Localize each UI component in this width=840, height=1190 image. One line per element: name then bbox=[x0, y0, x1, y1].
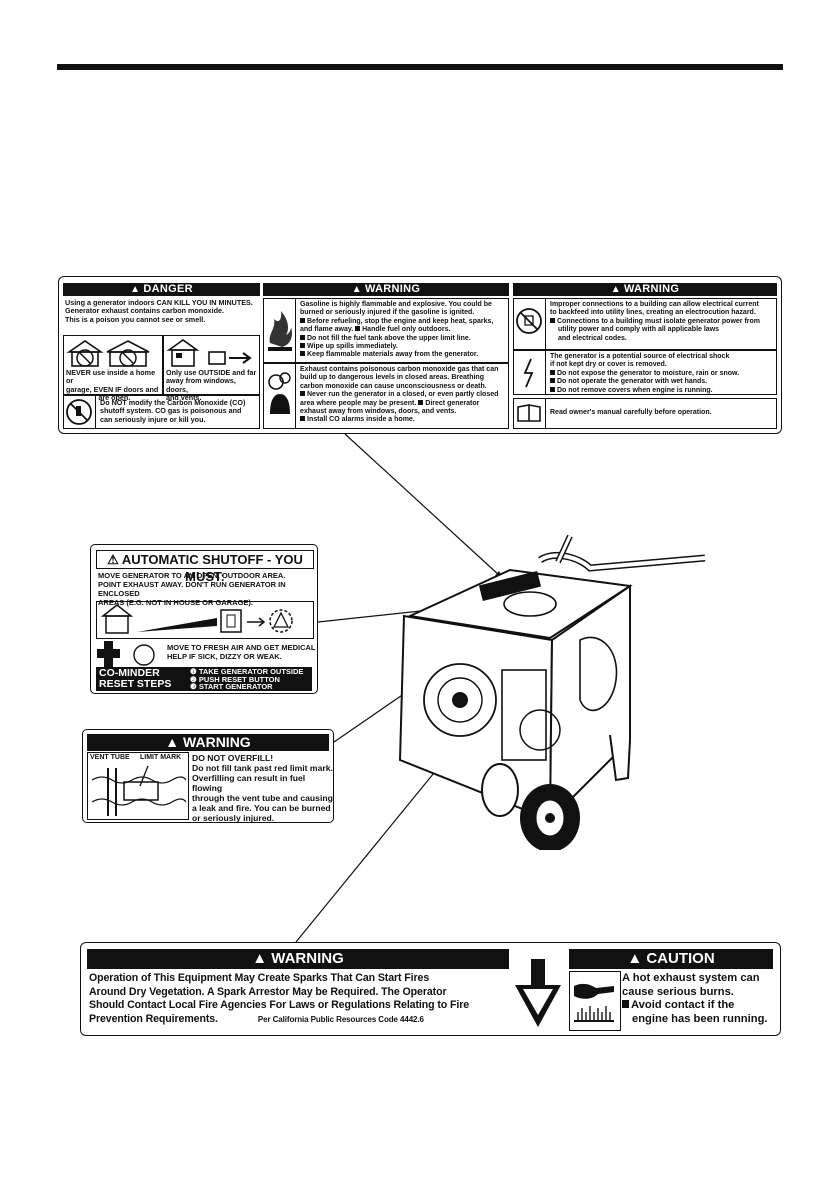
down-arrow-icon bbox=[515, 959, 561, 1027]
reset-steps-list: ❶ TAKE GENERATOR OUTSIDE ❷ PUSH RESET BU… bbox=[190, 667, 304, 692]
alert-triangle-icon: ▲ bbox=[165, 734, 180, 750]
alert-triangle-icon: ▲ bbox=[351, 284, 362, 295]
overfill-label: ▲ WARNING VENT TUBE LIMIT MARK DO NOT OV… bbox=[82, 729, 334, 823]
exhaust-box: Exhaust contains poisonous carbon monoxi… bbox=[263, 363, 509, 429]
backfeed-text: Improper connections to a building can a… bbox=[550, 301, 761, 342]
alert-triangle-icon: ▲ bbox=[627, 950, 643, 967]
spark-text: Operation of This Equipment May Create S… bbox=[89, 972, 470, 1025]
shock-text: The generator is a potential source of e… bbox=[550, 353, 740, 394]
co-modify-box: Do NOT modify the Carbon Monoxide (CO)sh… bbox=[63, 395, 260, 429]
overfill-text: DO NOT OVERFILL! Do not fill tank past r… bbox=[192, 753, 333, 823]
caution-text: A hot exhaust system can cause serious b… bbox=[622, 972, 768, 1025]
warning-fuel-column: ▲WARNING Gasoline is highly flammable an… bbox=[263, 283, 509, 429]
no-house-garage-icon bbox=[66, 340, 150, 367]
co-modify-text: Do NOT modify the Carbon Monoxide (CO)sh… bbox=[100, 398, 246, 424]
exhaust-text: Exhaust contains poisonous carbon monoxi… bbox=[300, 366, 499, 424]
alert-triangle-icon: ▲ bbox=[610, 284, 621, 295]
vent-tube-label: VENT TUBE bbox=[90, 754, 130, 761]
book-icon bbox=[514, 399, 546, 428]
top-rule bbox=[57, 64, 783, 70]
spark-caution-label: ▲ WARNING Operation of This Equipment Ma… bbox=[80, 942, 781, 1036]
safety-label-panel: ▲DANGER Using a generator indoors CAN KI… bbox=[58, 276, 782, 434]
medical-cross-icon bbox=[97, 641, 155, 667]
fire-hazard-icon bbox=[264, 299, 296, 362]
caution-header: ▲ CAUTION bbox=[569, 949, 773, 969]
danger-header: ▲DANGER bbox=[63, 283, 260, 296]
warning-electrical-column: ▲WARNING Improper connections to a build… bbox=[513, 283, 777, 429]
backfeed-box: Improper connections to a building can a… bbox=[513, 298, 777, 350]
shock-box: The generator is a potential source of e… bbox=[513, 350, 777, 395]
spark-warning-header: ▲ WARNING bbox=[87, 949, 509, 969]
warning-header-2: ▲WARNING bbox=[513, 283, 777, 296]
house-arrow-generator-icon bbox=[100, 604, 293, 634]
manual-text: Read owner's manual carefully before ope… bbox=[550, 409, 712, 416]
fuel-fire-box: Gasoline is highly flammable and explosi… bbox=[263, 298, 509, 363]
generator-illustration bbox=[398, 534, 706, 850]
alert-triangle-icon: ▲ bbox=[130, 284, 141, 295]
lightning-icon bbox=[514, 351, 546, 394]
no-tamper-icon bbox=[64, 396, 96, 428]
warning-header-1: ▲WARNING bbox=[263, 283, 509, 296]
shutoff-header: ⚠ AUTOMATIC SHUTOFF - YOU MUST: bbox=[96, 550, 314, 584]
hot-surface-icon bbox=[569, 971, 621, 1031]
tank-diagram: VENT TUBE LIMIT MARK bbox=[87, 752, 189, 820]
co-warning-icon: ⚠ bbox=[107, 552, 119, 567]
house-generator-arrow-icon bbox=[166, 339, 252, 367]
shutoff-instructions: MOVE GENERATOR TO AN OPEN, OUTDOOR AREA.… bbox=[98, 571, 286, 607]
no-backfeed-icon bbox=[514, 299, 546, 349]
manual-box: Read owner's manual carefully before ope… bbox=[513, 398, 777, 429]
fuel-text: Gasoline is highly flammable and explosi… bbox=[300, 301, 494, 359]
shutoff-pictogram bbox=[96, 601, 314, 639]
exhaust-person-icon bbox=[264, 364, 296, 428]
shutoff-label: ⚠ AUTOMATIC SHUTOFF - YOU MUST: MOVE GEN… bbox=[90, 544, 318, 694]
danger-column: ▲DANGER Using a generator indoors CAN KI… bbox=[63, 283, 260, 429]
danger-intro: Using a generator indoors CAN KILL YOU I… bbox=[65, 298, 253, 324]
fuel-tank-icon bbox=[91, 765, 186, 816]
limit-mark-label: LIMIT MARK bbox=[140, 754, 182, 761]
code-reference: Per California Public Resources Code 444… bbox=[257, 1014, 424, 1024]
overfill-header: ▲ WARNING bbox=[87, 734, 329, 751]
alert-triangle-icon: ▲ bbox=[252, 950, 268, 967]
